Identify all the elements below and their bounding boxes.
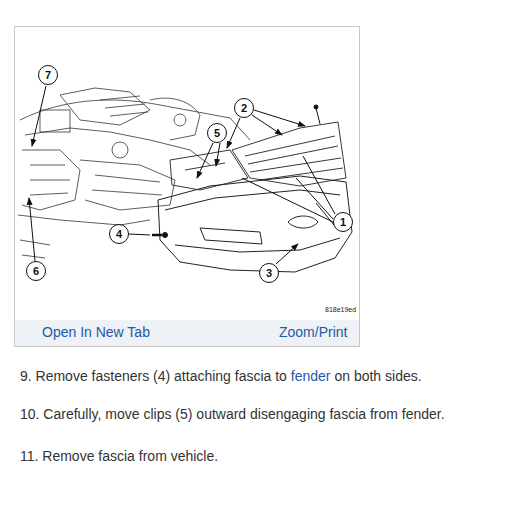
callout-number: 6 [33, 266, 39, 277]
instruction-text: on both sides. [334, 368, 421, 384]
callout-number: 2 [241, 103, 247, 114]
fasteners [152, 105, 320, 238]
headlamp [170, 150, 248, 190]
callout-number: 7 [45, 70, 51, 81]
glossary-link: fender [291, 368, 331, 384]
leader-lines [29, 86, 335, 264]
instruction-text: 9. Remove fasteners (4) attaching fascia… [20, 368, 287, 384]
callout-number: 4 [116, 229, 122, 240]
callout-circle: 3 [259, 263, 279, 283]
front-fascia [158, 176, 352, 272]
callout-circle: 7 [38, 65, 58, 85]
callout-number: 5 [214, 128, 220, 139]
instruction-step: 10. Carefully, move clips (5) outward di… [20, 405, 510, 423]
image-frame [15, 27, 360, 347]
engine-compartment [18, 88, 250, 258]
instruction-step: 9. Remove fasteners (4) attaching fascia… [20, 367, 510, 385]
callout-circle: 5 [207, 123, 227, 143]
instruction-text: 11. Remove fascia from vehicle. [20, 448, 218, 464]
image-toolbar: Open In New Tab Zoom/Print [15, 320, 359, 346]
callout-circle: 6 [26, 261, 46, 281]
callout-number: 3 [266, 268, 272, 279]
callout-circle: 4 [109, 224, 129, 244]
callout-circle: 2 [234, 98, 254, 118]
instruction-step: 11. Remove fascia from vehicle. [20, 447, 510, 465]
callout-number: 1 [340, 217, 346, 228]
zoom-print-link: Zoom/Print [279, 324, 347, 340]
open-tab-link: Open In New Tab [42, 324, 150, 340]
grille [232, 122, 346, 186]
figure-code: 818e19ed [325, 306, 356, 313]
callout-circle: 1 [333, 212, 353, 232]
instruction-text: 10. Carefully, move clips (5) outward di… [20, 406, 445, 422]
